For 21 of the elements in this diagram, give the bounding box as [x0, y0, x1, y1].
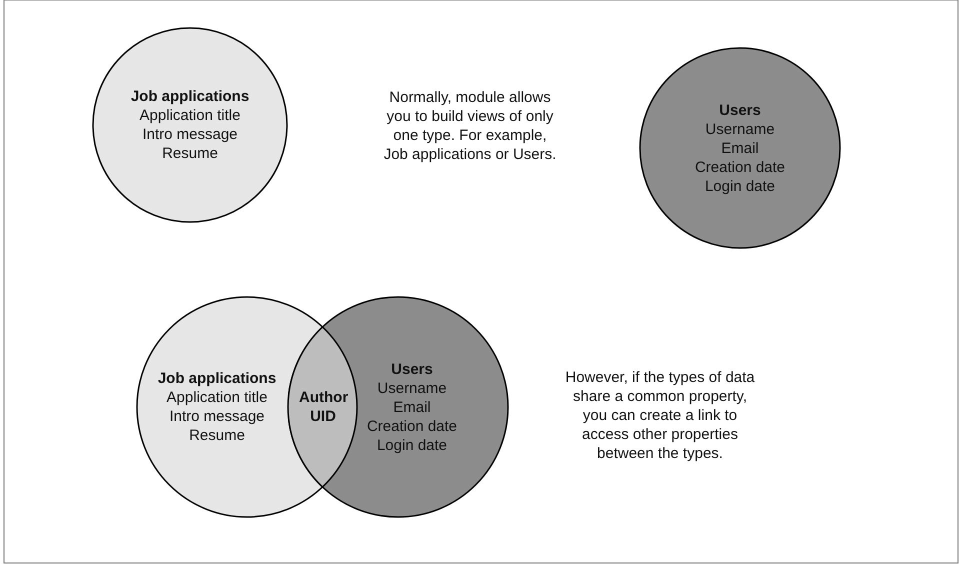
- property-text: Resume: [162, 144, 218, 163]
- property-text: Username: [377, 378, 447, 398]
- property-text: Application title: [166, 388, 268, 407]
- set-title: Job applications: [158, 369, 276, 388]
- property-text: Login date: [376, 436, 448, 454]
- set-title: Users: [391, 360, 433, 378]
- property-text: Creation date: [366, 416, 458, 436]
- set-title: Users: [719, 100, 761, 120]
- property-text: Email: [393, 398, 431, 416]
- property-text: Intro message: [142, 125, 238, 144]
- set-title: Job applications: [130, 87, 250, 106]
- property-text: Resume: [189, 426, 245, 445]
- property-text: Email: [721, 138, 759, 158]
- property-text: Creation date: [694, 158, 786, 176]
- explanatory-note: Normally, module allows you to build views of only one type. For example, Job applications or Users.: [382, 88, 558, 164]
- shared-property-text: Author UID: [299, 388, 347, 426]
- property-text: Login date: [704, 176, 776, 196]
- property-text: Application title: [140, 106, 240, 125]
- property-text: Intro message: [169, 407, 265, 426]
- explanatory-note: However, if the types of data share a common property, you can create a link to access other properties between the types.: [564, 368, 756, 463]
- property-text: Username: [705, 120, 775, 138]
